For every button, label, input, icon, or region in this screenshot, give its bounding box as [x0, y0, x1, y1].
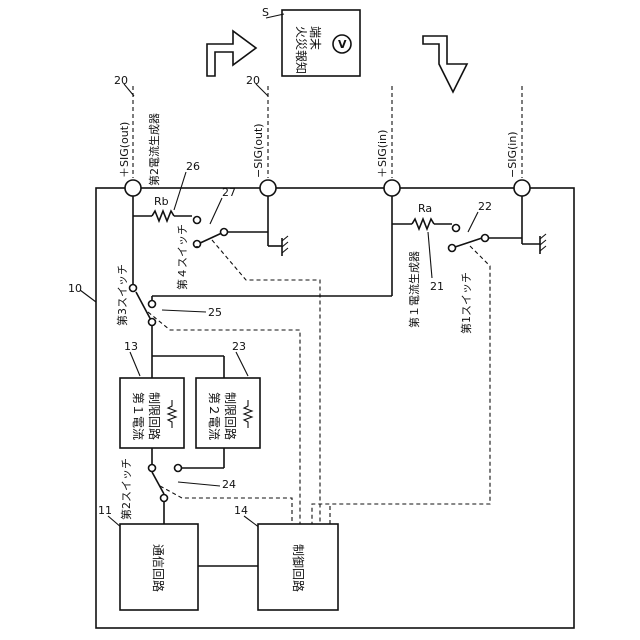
- sw1-label: 第1スイッチ: [459, 272, 473, 334]
- terminal-line-1: 火災報知: [294, 26, 308, 74]
- ground-icon-out: [268, 236, 288, 256]
- fire-alarm-terminal: S 火災報知 端末 V: [262, 6, 360, 76]
- line-ref-right: 20: [246, 74, 260, 87]
- signal-minus-out: −SIG(out): [252, 123, 265, 178]
- switch-2-blade: [152, 472, 164, 494]
- gen1-label: 第１電流生成器: [407, 251, 421, 328]
- limit2-line-2: 制限回路: [223, 392, 238, 440]
- incoming-arrow: [423, 36, 467, 92]
- ra-label: Ra: [418, 202, 432, 215]
- signal-minus-in: −SIG(in): [506, 131, 519, 178]
- device-ref-label: 10: [68, 282, 82, 295]
- gen2-ref: 26: [186, 160, 200, 173]
- terminal-node-minus-in: [514, 180, 530, 196]
- ctrl-ref: 14: [234, 504, 248, 517]
- rb-label: Rb: [154, 195, 169, 208]
- signal-plus-in: ＋SIG(in): [376, 130, 389, 178]
- sw4-label: 第４スイッチ: [175, 224, 189, 290]
- terminal-line-2: 端末: [308, 26, 322, 50]
- terminal-node-plus-in: [384, 180, 400, 196]
- switch-1-blade: [452, 238, 482, 248]
- limit2-ref: 23: [232, 340, 246, 353]
- ctrl-label: 制御回路: [291, 544, 306, 592]
- limit1-ref: 13: [124, 340, 138, 353]
- terminal-node-minus-out: [260, 180, 276, 196]
- sw2-label: 第2スイッチ: [119, 458, 133, 520]
- resistor-ra: [412, 219, 434, 229]
- comm-ref: 11: [98, 504, 112, 517]
- limit1-line-1: 第１電流: [131, 392, 145, 440]
- sw2-ref: 24: [222, 478, 236, 491]
- comm-label: 通信回路: [151, 544, 166, 592]
- voltmeter-symbol: V: [338, 38, 347, 51]
- ground-icon-in: [522, 234, 546, 254]
- gen2-label: 第2電流生成器: [147, 113, 161, 186]
- sw3-label: 第3スイッチ: [115, 264, 129, 326]
- limit2-line-1: 第２電流: [207, 392, 221, 440]
- sw4-ref: 27: [222, 186, 236, 199]
- outgoing-arrow: [207, 31, 256, 76]
- line-ref-left: 20: [114, 74, 128, 87]
- signal-plus-out: ＋SIG(out): [118, 122, 131, 178]
- gen1-ref: 21: [430, 280, 444, 293]
- resistor-rb: [152, 211, 174, 221]
- terminal-node-plus-out: [125, 180, 141, 196]
- sw3-ref: 25: [208, 306, 222, 319]
- sw1-ref: 22: [478, 200, 492, 213]
- limit1-line-2: 制限回路: [147, 392, 162, 440]
